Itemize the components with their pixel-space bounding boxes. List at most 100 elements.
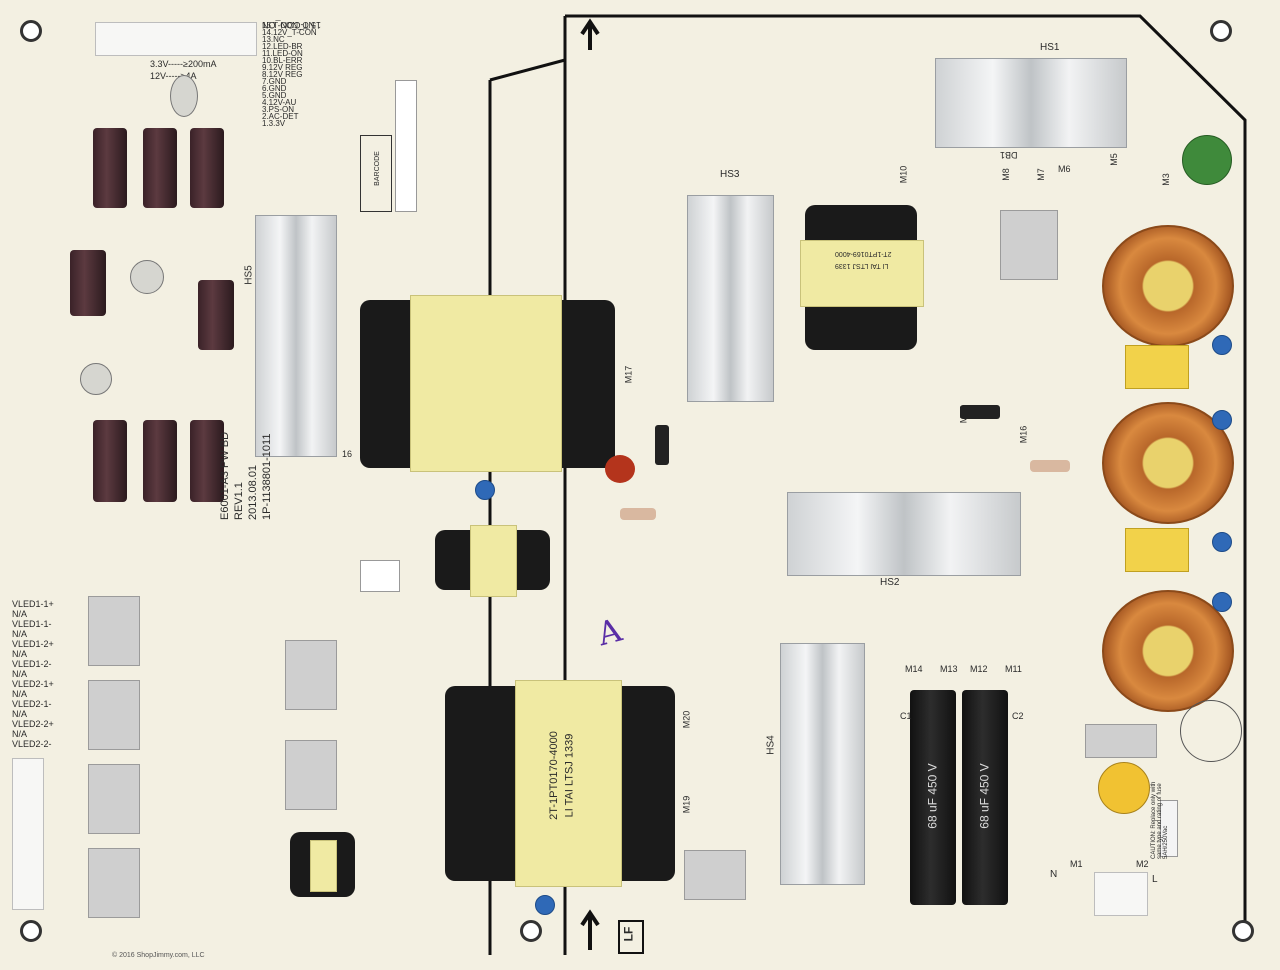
vled-label: N/A bbox=[12, 709, 28, 719]
ref-m17: M17 bbox=[623, 365, 634, 384]
inductor bbox=[88, 596, 140, 666]
transformer-small-tape bbox=[470, 525, 517, 597]
inductor bbox=[88, 848, 140, 918]
transformer-main-part: 2T-1PT0170-4000 bbox=[547, 731, 560, 820]
heatsink-hs4 bbox=[780, 643, 865, 885]
ref-m3: M3 bbox=[1160, 173, 1171, 186]
vled-label: VLED1-1+ bbox=[12, 599, 54, 609]
bulk-capacitor-c2 bbox=[962, 690, 1008, 905]
transformer-small-2-tape bbox=[310, 840, 337, 892]
board-marking-line: REV1.1 bbox=[233, 482, 245, 520]
transformer-main-tape bbox=[515, 680, 622, 887]
ref-m5: M5 bbox=[1108, 153, 1119, 166]
barcode-label: BARCODE bbox=[373, 151, 381, 186]
pin-label: 8.12V REG bbox=[262, 70, 303, 79]
pin-label: 11.LED-ON bbox=[262, 49, 303, 58]
electrolytic-cap bbox=[143, 420, 177, 502]
ref-m16: M16 bbox=[1018, 425, 1029, 444]
heatsink-label-hs4: HS4 bbox=[765, 735, 777, 755]
small-cap bbox=[130, 260, 164, 294]
vled-label: VLED2-2- bbox=[12, 739, 52, 749]
heatsink-label-hs2: HS2 bbox=[880, 577, 900, 588]
vled-label: VLED1-1- bbox=[12, 619, 52, 629]
heatsink-label-hs3: HS3 bbox=[720, 169, 740, 180]
heatsink-hs3 bbox=[687, 195, 774, 402]
y-capacitor bbox=[535, 895, 555, 915]
electrolytic-cap bbox=[143, 128, 177, 208]
fuse-caution: CAUTION: Replace only with same type and… bbox=[1151, 781, 1169, 859]
electrolytic-cap bbox=[190, 420, 224, 502]
board-marking-line: 1P-1138801-1011 bbox=[261, 433, 273, 520]
mount-hole-top-right bbox=[1210, 20, 1232, 42]
pin-label: 13.NC bbox=[262, 35, 285, 44]
ref-m7: M7 bbox=[1035, 168, 1046, 181]
ref-m19: M19 bbox=[681, 795, 692, 814]
heatsink-hs5 bbox=[255, 215, 337, 457]
ref-m8: M8 bbox=[1000, 168, 1011, 181]
heatsink-label-hs1: HS1 bbox=[1040, 42, 1060, 53]
pin-label: 5.GND bbox=[262, 91, 287, 100]
small-cap bbox=[170, 75, 198, 117]
mount-hole-bottom-left bbox=[20, 920, 42, 942]
ref-m2: M2 bbox=[1136, 859, 1149, 869]
ref-m1: M1 bbox=[1070, 859, 1083, 869]
pin-label: 9.12V REG bbox=[262, 63, 303, 72]
board-marking-line: E6001-A3 PW BD bbox=[219, 431, 231, 520]
x-capacitor bbox=[1125, 528, 1189, 572]
pin-label: 3.PS-ON bbox=[262, 105, 295, 114]
electrolytic-cap bbox=[190, 128, 224, 208]
pin-label: 6.GND bbox=[262, 84, 287, 93]
vled-label: VLED2-1+ bbox=[12, 679, 54, 689]
relay bbox=[1085, 724, 1157, 758]
inductor bbox=[88, 680, 140, 750]
ref-lf: LF bbox=[621, 926, 636, 942]
diode bbox=[655, 425, 669, 465]
pin-label: 7.GND bbox=[262, 77, 287, 86]
vled-label: N/A bbox=[12, 609, 28, 619]
vled-label: N/A bbox=[12, 629, 28, 639]
ref-m6: M6 bbox=[1058, 164, 1071, 174]
heatsink-hs2 bbox=[787, 492, 1021, 576]
resistor bbox=[620, 508, 656, 520]
pin-label: 10.BL-ERR bbox=[262, 56, 303, 65]
transformer-left-tape bbox=[410, 295, 562, 472]
vled-connector bbox=[12, 758, 44, 910]
mount-hole-bottom-right bbox=[1232, 920, 1254, 942]
vled-label: N/A bbox=[12, 649, 28, 659]
electrolytic-cap bbox=[198, 280, 234, 350]
electrolytic-cap bbox=[93, 128, 127, 208]
y-capacitor bbox=[1212, 335, 1232, 355]
vled-label: VLED1-2- bbox=[12, 659, 52, 669]
choke-coil bbox=[1102, 402, 1234, 524]
y-capacitor bbox=[1212, 592, 1232, 612]
ref-m11: M11 bbox=[1005, 664, 1022, 674]
ref-m14: M14 bbox=[905, 664, 923, 674]
inductor bbox=[684, 850, 746, 900]
vled-label: VLED1-2+ bbox=[12, 639, 54, 649]
bulk-cap-rating: 68 uF 450 V bbox=[925, 763, 940, 829]
inductor bbox=[1000, 210, 1058, 280]
ref-db1: DB1 bbox=[1000, 150, 1018, 160]
y-capacitor bbox=[1212, 410, 1232, 430]
vled-label: N/A bbox=[12, 669, 28, 679]
y-capacitor bbox=[475, 480, 495, 500]
ref-m12: M12 bbox=[970, 664, 988, 674]
pin-label: 4.12V-AU bbox=[262, 98, 297, 107]
circle-outline bbox=[1180, 700, 1242, 762]
heatsink-label-hs5: HS5 bbox=[243, 265, 255, 285]
ref-m10: M10 bbox=[898, 165, 909, 184]
ref-m13: M13 bbox=[940, 664, 958, 674]
choke-coil bbox=[1102, 225, 1234, 347]
power-spec-3v3: 3.3V-----≥200mA bbox=[150, 59, 217, 69]
electrolytic-cap bbox=[93, 420, 127, 502]
part-sticker bbox=[395, 80, 417, 212]
y-capacitor bbox=[1212, 532, 1232, 552]
pin-label: 14.12V_T-CON bbox=[262, 28, 317, 37]
bulk-capacitor-c1 bbox=[910, 690, 956, 905]
mount-hole-top-left bbox=[20, 20, 42, 42]
transformer-upper-tape bbox=[800, 240, 924, 307]
diode bbox=[960, 405, 1000, 419]
transformer-main-maker: LI TAI LTSJ 1339 bbox=[563, 733, 576, 818]
x-capacitor bbox=[1125, 345, 1189, 389]
